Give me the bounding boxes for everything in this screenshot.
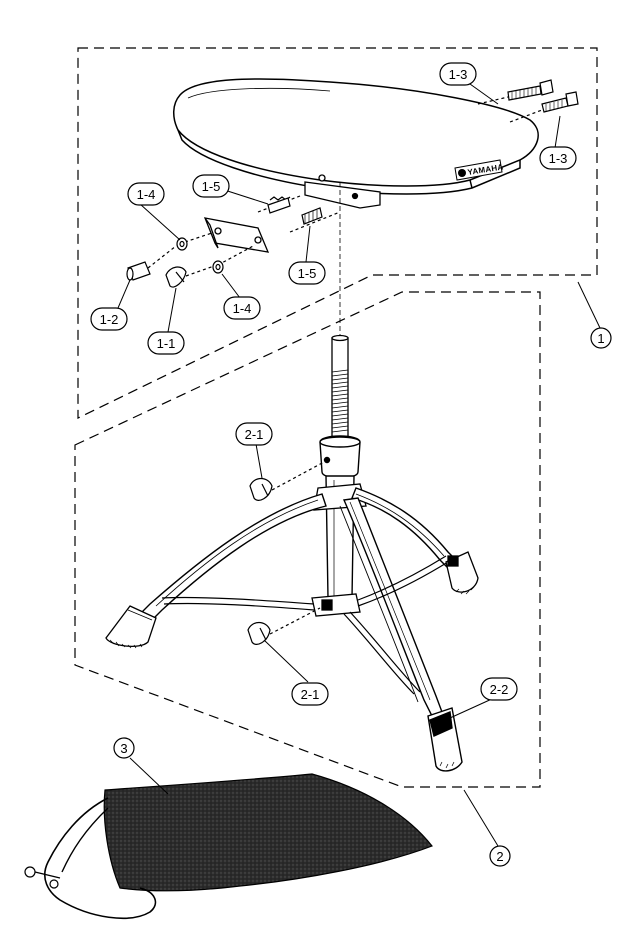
svg-text:1-4: 1-4 [233,301,252,316]
callout-1-2: 1-2 [90,307,128,331]
threaded-spindle [331,334,349,439]
svg-text:3: 3 [120,741,127,756]
spring-1-5-upper [257,195,301,214]
callout-2-1-lower: 2-1 [291,682,329,706]
svg-text:1: 1 [597,331,604,346]
svg-text:1-1: 1-1 [157,336,176,351]
washer-1-4-upper [176,232,213,251]
svg-text:1-5: 1-5 [202,179,221,194]
wing-bolt-2-1-lower [247,607,321,645]
lower-leg-bracket [311,593,361,617]
rubber-foot-front [427,707,463,772]
height-collar [319,435,361,479]
svg-text:1-3: 1-3 [449,67,468,82]
svg-text:1-3: 1-3 [549,151,568,166]
callout-1-3-upper: 1-3 [439,62,477,86]
clamp-plate [203,217,270,253]
group-boundary-base [74,291,541,788]
callout-1: 1 [590,327,612,349]
rubber-foot-right [445,551,479,595]
svg-text:1-5: 1-5 [298,266,317,281]
svg-text:1-4: 1-4 [137,187,156,202]
bolt-1-3-upper [477,79,554,105]
callout-1-3-lower: 1-3 [539,146,577,170]
callout-1-5-lower: 1-5 [288,261,326,285]
svg-text:2-1: 2-1 [301,687,320,702]
svg-text:2: 2 [496,849,503,864]
yamaha-logo: YAMAHA [454,159,504,181]
group-boundary-seat [77,47,598,419]
wing-bolt-1-1 [165,265,215,288]
nut-1-2 [126,245,177,281]
callout-1-4-upper: 1-4 [127,182,165,206]
carry-bag [24,773,433,919]
callout-2-1-upper: 2-1 [235,422,273,446]
callout-2-2: 2-2 [480,677,518,701]
callout-1-5-upper: 1-5 [192,174,230,198]
seat-bracket [304,174,381,209]
washer-1-4-lower [212,244,256,274]
spring-1-5-lower [289,207,341,233]
svg-text:2-2: 2-2 [490,682,509,697]
wing-bolt-2-1-upper [249,461,325,501]
leader-lines [117,83,601,847]
tripod-leg-left [138,493,327,621]
svg-text:1-2: 1-2 [100,312,119,327]
callout-1-4-lower: 1-4 [223,296,261,320]
svg-text:2-1: 2-1 [245,427,264,442]
callout-1-1: 1-1 [147,331,185,355]
seat-cushion [173,78,539,195]
callout-2: 2 [489,845,511,867]
leg-braces [161,555,449,695]
bolt-1-3-lower [509,91,579,123]
callout-3: 3 [113,737,135,759]
rubber-foot-left [105,605,157,649]
